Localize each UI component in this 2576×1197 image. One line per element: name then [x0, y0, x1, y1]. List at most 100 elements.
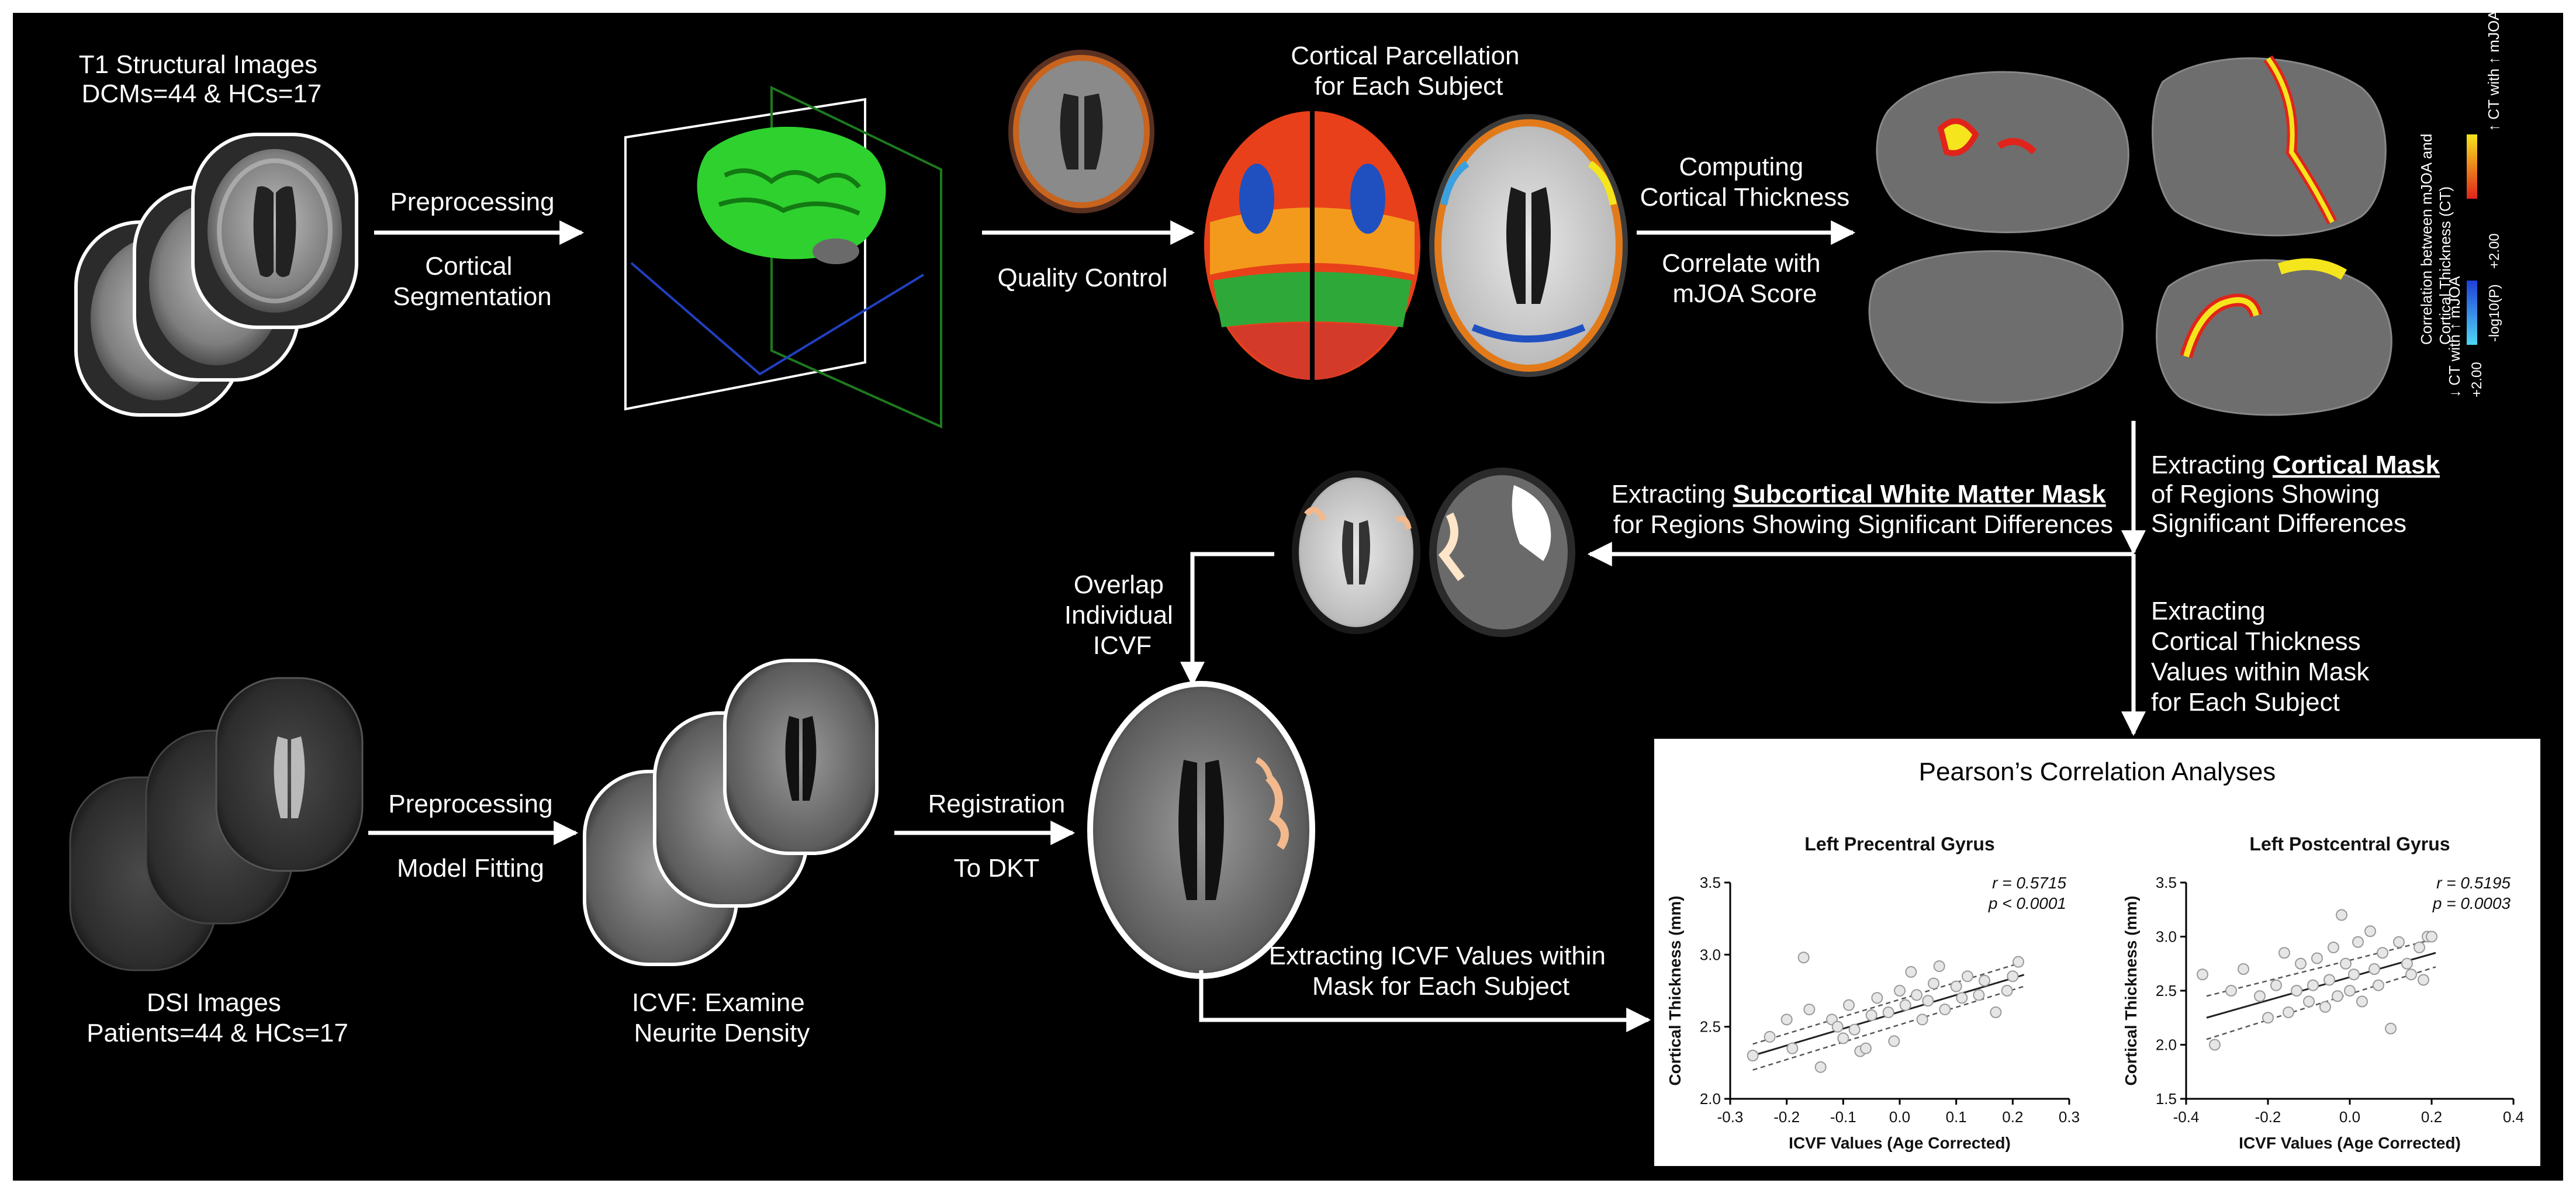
scatter-point: [1905, 966, 1917, 978]
scatter-point: [2278, 947, 2290, 959]
wm-mask-brains: [1292, 468, 1575, 637]
scatter-point: [2295, 957, 2307, 970]
scatter-point: [2340, 957, 2352, 970]
label-ct-values-line2: Cortical Thickness: [2151, 627, 2361, 656]
colorbar: Correlation between mJOA and Cortical Th…: [2418, 10, 2502, 397]
x-tick-label: -0.3: [1717, 1108, 1744, 1126]
label-computing-ct: Computing Cortical Thickness: [1640, 153, 1850, 212]
scatter-point: [1928, 977, 1939, 990]
scatter-point: [2377, 947, 2388, 959]
x-axis-label: ICVF Values (Age Corrected): [2239, 1134, 2461, 1152]
chart-title: Left Postcentral Gyrus: [2249, 833, 2450, 854]
scatter-point: [2303, 995, 2315, 1008]
scatter-point: [2209, 1039, 2221, 1051]
x-tick-label: 0.0: [2339, 1108, 2360, 1126]
x-tick-label: 0.1: [1946, 1108, 1967, 1126]
ci-upper-line: [1752, 961, 2025, 1045]
label-cortical-mask-prefix: Extracting: [2151, 451, 2273, 479]
stat-p-label: p < 0.0001: [1988, 894, 2066, 912]
label-preprocessing-bottom: Preprocessing: [388, 790, 552, 818]
scatter-point: [2291, 985, 2302, 997]
scatter-point: [2368, 963, 2380, 975]
scatter-point: [2311, 952, 2323, 964]
scatter-point: [2393, 936, 2405, 948]
scatter-point: [1950, 980, 1962, 992]
colorbar-title-line2: Cortical Thickness (CT): [2436, 186, 2454, 345]
scatter-point: [2225, 985, 2237, 997]
y-tick-label: 2.5: [1700, 1018, 1721, 1036]
label-cortical-seg-line2: Segmentation: [393, 282, 552, 311]
label-extract-icvf-values: Extracting ICVF Values within Mask for E…: [1269, 942, 1613, 1001]
y-tick-label: 3.5: [1700, 874, 1721, 891]
scatter-point: [2418, 974, 2429, 986]
y-tick-label: 2.0: [1700, 1090, 1721, 1108]
arrow-icvf-values: [1199, 970, 1651, 1032]
x-tick-label: -0.4: [2173, 1108, 2200, 1126]
scatter-point: [1848, 1023, 1861, 1036]
scatter-point: [2323, 974, 2335, 986]
icvf-caption-line1: ICVF: Examine: [632, 988, 805, 1017]
colorbar-pos-label: ↑ CT with ↑ mJOA: [2485, 10, 2502, 132]
label-cortical-mask-line2: of Regions Showing: [2151, 480, 2380, 508]
label-quality-control: Quality Control: [997, 264, 1167, 292]
icvf-caption-line2: Neurite Density: [634, 1019, 810, 1047]
dsi-title-line2: Patients=44 & HCs=17: [87, 1019, 348, 1047]
scatter-point: [1803, 1004, 1816, 1016]
label-wm-mask-emph: Subcortical White Matter Mask: [1733, 480, 2107, 508]
scatter-point: [1871, 992, 1883, 1004]
label-registration: Registration: [928, 790, 1066, 818]
label-correlate-line2: mJOA Score: [1673, 279, 1817, 308]
t1-title: T1 Structural Images DCMs=44 & HCs=17: [79, 50, 325, 108]
scatter-point: [2385, 1022, 2397, 1035]
scatter-point: [1831, 1020, 1844, 1033]
y-axis-label: Cortical Thickness (mm): [2122, 895, 2140, 1085]
label-overlap-line2: Individual: [1064, 601, 1173, 629]
icvf-caption: ICVF: Examine Neurite Density: [632, 988, 812, 1047]
scatter-point: [1837, 1032, 1849, 1044]
arrow-overlap-icvf: [1180, 552, 1274, 687]
scatter-point: [2332, 990, 2343, 1002]
x-tick-label: 0.0: [1889, 1108, 1910, 1126]
scatter-point: [2238, 963, 2249, 975]
t1-title-line1: T1 Structural Images: [79, 50, 317, 79]
scatter-point: [2197, 968, 2208, 981]
label-overlap-icvf: Overlap Individual ICVF: [1064, 570, 1180, 660]
y-tick-label: 2.0: [2156, 1036, 2177, 1054]
scatter-point: [1922, 995, 1934, 1007]
scatter-point: [1899, 999, 1911, 1011]
colorbar-neg-value: +2.00: [2469, 362, 2485, 397]
label-icvf-values-line1: Extracting ICVF Values within: [1269, 942, 1606, 970]
scatter-point: [2328, 942, 2339, 953]
t1-title-line2: DCMs=44 & HCs=17: [82, 79, 322, 108]
scatter-point: [2401, 957, 2413, 970]
label-extract-wm-mask: Extracting Subcortical White Matter Mask…: [1612, 480, 2113, 539]
scatter-point: [1860, 1042, 1872, 1054]
ci-lower-line: [1752, 985, 2025, 1071]
x-tick-label: -0.2: [2255, 1108, 2281, 1126]
scatter-point: [1990, 1006, 2002, 1018]
x-tick-label: 0.3: [2059, 1108, 2080, 1126]
label-overlap-line3: ICVF: [1093, 631, 1152, 660]
scatter-point: [1786, 1042, 1799, 1054]
scatter-point: [2307, 979, 2319, 991]
label-extract-cortical-mask: Extracting Cortical Mask of Regions Show…: [2151, 451, 2447, 538]
y-tick-label: 1.5: [2156, 1090, 2177, 1108]
label-preprocessing-top: Preprocessing: [390, 188, 554, 216]
scatter-point: [2352, 936, 2364, 948]
regression-line: [2206, 952, 2436, 1019]
scatter-point: [1814, 1061, 1827, 1073]
colorbar-scale: -log10(P): [2487, 284, 2502, 342]
scatter-point: [1865, 1009, 1877, 1021]
x-tick-label: -0.2: [1773, 1108, 1800, 1126]
dsi-images: [69, 677, 364, 971]
label-ct-values-line4: for Each Subject: [2151, 688, 2340, 717]
x-tick-label: 0.2: [2002, 1108, 2023, 1126]
scatter-point: [1933, 960, 1945, 973]
icvf-images: [583, 659, 879, 966]
scatter-point: [2270, 979, 2282, 991]
scatter-point: [1916, 1013, 1928, 1026]
colorbar-negative: [2467, 281, 2477, 345]
cortical-surface-maps: [1868, 55, 2392, 416]
dsi-title: DSI Images Patients=44 & HCs=17: [87, 988, 348, 1047]
